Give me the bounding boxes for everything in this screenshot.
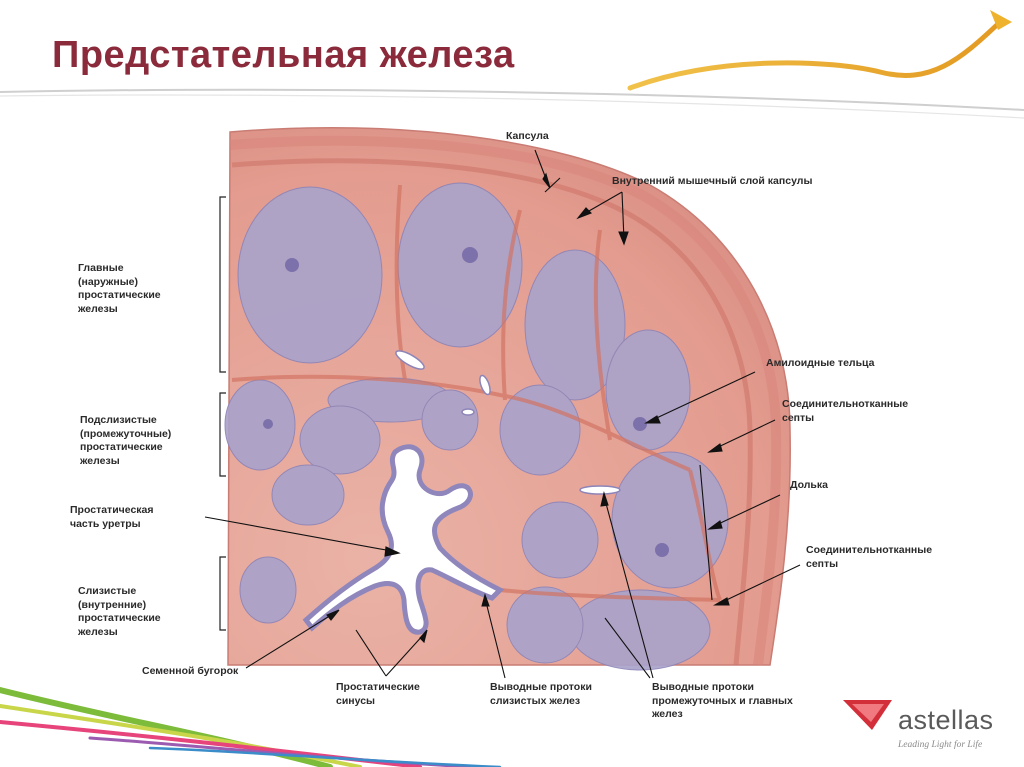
- label-mucosal-ducts: Выводные протоки слизистых желез: [490, 681, 592, 708]
- footer-decoration: [0, 690, 500, 767]
- brackets: [220, 197, 226, 630]
- label-septa-upper: Соединительнотканные септы: [782, 398, 908, 425]
- prostate-section: [225, 128, 790, 670]
- astellas-logo-mark: [843, 700, 892, 730]
- label-mucosal-glands: Слизистые (внутренние) простатические же…: [78, 585, 161, 639]
- label-prostatic-urethra: Простатическая часть уретры: [70, 504, 154, 531]
- brand-logo-text: astellas: [898, 705, 994, 736]
- label-prostatic-sinuses: Простатические синусы: [336, 681, 420, 708]
- slide-title: Предстательная железа: [52, 34, 515, 77]
- brand-tagline: Leading Light for Life: [898, 740, 982, 750]
- label-inner-muscle-layer: Внутренний мышечный слой капсулы: [612, 175, 812, 189]
- label-capsule: Капсула: [506, 130, 549, 144]
- label-amyloid-bodies: Амилоидные тельца: [766, 357, 874, 371]
- label-lobule: Долька: [790, 479, 828, 493]
- label-submucosal-glands: Подслизистые (промежуточные) простатичес…: [80, 414, 171, 468]
- label-septa-lower: Соединительнотканные септы: [806, 544, 932, 571]
- label-main-glands: Главные (наружные) простатические железы: [78, 262, 161, 316]
- label-seminal-colliculus: Семенной бугорок: [142, 665, 238, 679]
- label-main-ducts: Выводные протоки промежуточных и главных…: [652, 681, 793, 722]
